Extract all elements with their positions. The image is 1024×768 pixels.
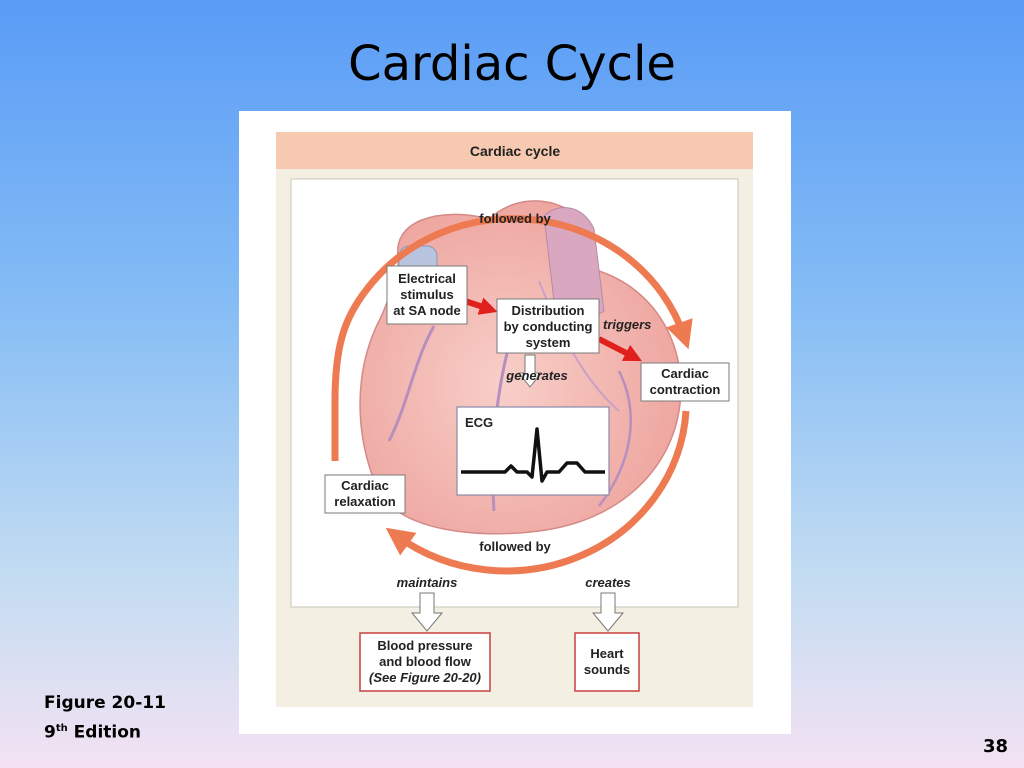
arrow-distribution-to-contraction: [597, 336, 643, 362]
label-creates: creates: [585, 575, 631, 590]
caption-edition-number: 9: [44, 722, 56, 743]
caption-edition: 9th Edition: [44, 716, 166, 746]
figure-card: Cardiac cycle followed by followed by El…: [239, 111, 791, 734]
slide-title: Cardiac Cycle: [348, 36, 676, 92]
node-cardiac-contraction: Cardiac contraction: [640, 362, 730, 402]
arrow-creates: [591, 592, 625, 632]
ecg-trace: [461, 427, 605, 483]
node-blood-line2: and blood flow: [379, 654, 472, 669]
node-sounds-line2: sounds: [584, 662, 630, 677]
figure-header-band: [276, 132, 753, 169]
label-followed-by-top: followed by: [479, 211, 551, 226]
arrow-electrical-to-distribution: [464, 297, 498, 315]
caption-figure-number: Figure 20-11: [44, 693, 166, 713]
label-followed-by-bottom: followed by: [479, 539, 551, 554]
node-heart-sounds: Heart sounds: [574, 632, 640, 692]
arrow-maintains: [410, 592, 444, 632]
figure-header-text: Cardiac cycle: [470, 143, 560, 159]
caption-edition-suffix: th: [55, 723, 68, 734]
node-blood-line3: (See Figure 20-20): [369, 670, 481, 685]
node-distribution-line3: system: [526, 335, 571, 350]
cycle-arrow-left: [331, 290, 367, 461]
node-distribution-line2: by conducting: [504, 319, 593, 334]
label-generates: generates: [505, 368, 567, 383]
caption-edition-word: Edition: [73, 722, 142, 743]
cardiac-cycle-diagram: Cardiac cycle followed by followed by El…: [276, 132, 753, 707]
node-distribution: Distribution by conducting system: [496, 298, 600, 354]
cycle-arrow-top: [361, 215, 693, 350]
node-contraction-line1: Cardiac: [661, 366, 709, 381]
node-relaxation-line2: relaxation: [334, 494, 395, 509]
node-cardiac-relaxation: Cardiac relaxation: [324, 474, 406, 514]
node-distribution-line1: Distribution: [512, 303, 585, 318]
node-blood-line1: Blood pressure: [377, 638, 472, 653]
node-sounds-line1: Heart: [590, 646, 624, 661]
node-blood-pressure: Blood pressure and blood flow (See Figur…: [359, 632, 491, 692]
node-electrical-line3: at SA node: [393, 303, 460, 318]
node-electrical-line1: Electrical: [398, 271, 456, 286]
label-triggers: triggers: [603, 317, 651, 332]
arrow-generates: [517, 354, 543, 388]
cycle-arrow-bottom: [385, 410, 690, 575]
ecg-panel: ECG: [456, 406, 610, 496]
node-electrical-line2: stimulus: [400, 287, 453, 302]
label-maintains: maintains: [397, 575, 458, 590]
node-relaxation-line1: Cardiac: [341, 478, 389, 493]
node-contraction-line2: contraction: [650, 382, 721, 397]
node-electrical-stimulus: Electrical stimulus at SA node: [386, 265, 468, 325]
ecg-label: ECG: [465, 415, 493, 430]
figure-caption: Figure 20-11 9th Edition: [44, 690, 166, 746]
page-number: 38: [982, 736, 1008, 757]
